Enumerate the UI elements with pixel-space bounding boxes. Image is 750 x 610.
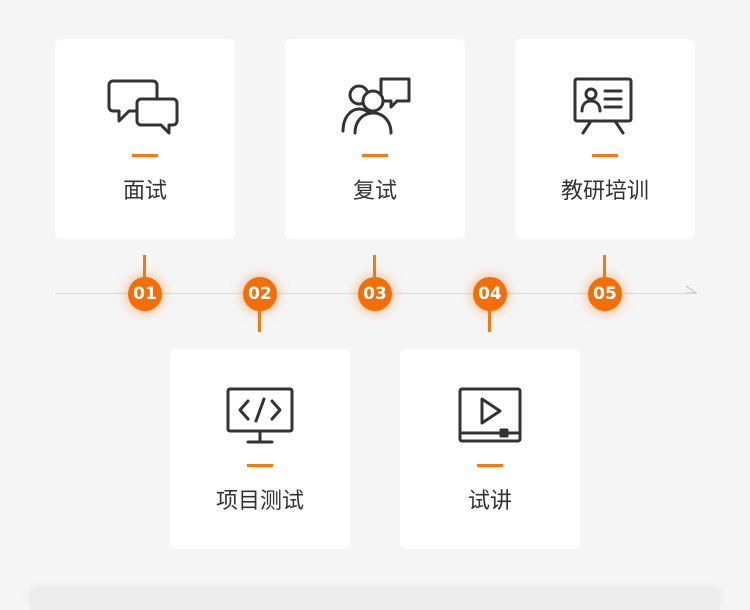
arrow-right-icon	[685, 285, 698, 294]
connector-04	[488, 310, 491, 332]
step-card-04: 试讲	[400, 349, 580, 549]
step-label: 教研培训	[560, 179, 649, 204]
chat-bubbles-icon	[107, 79, 179, 135]
connector-01	[143, 255, 146, 277]
step-card-05: 教研培训	[515, 39, 695, 239]
accent-bar	[592, 154, 618, 157]
step-number-05: 05	[588, 277, 622, 311]
accent-bar	[477, 464, 503, 467]
step-label: 复试	[352, 179, 397, 204]
connector-02	[258, 310, 261, 332]
step-number-03: 03	[358, 277, 392, 311]
step-card-02: 项目测试	[170, 349, 350, 549]
step-label: 面试	[122, 179, 167, 204]
step-number-02: 02	[243, 277, 277, 311]
accent-bar	[247, 464, 273, 467]
step-number-01: 01	[128, 277, 162, 311]
step-label: 项目测试	[215, 489, 304, 514]
step-number-04: 04	[473, 277, 507, 311]
presentation-board-icon	[573, 77, 633, 135]
people-chat-icon	[341, 77, 411, 135]
accent-bar	[132, 154, 158, 157]
bottom-section-edge	[30, 590, 720, 610]
step-card-03: 复试	[285, 39, 465, 239]
accent-bar	[362, 154, 388, 157]
video-play-icon	[458, 387, 522, 443]
connector-05	[603, 255, 606, 277]
step-card-01: 面试	[55, 39, 235, 239]
connector-03	[373, 255, 376, 277]
code-monitor-icon	[226, 387, 294, 444]
step-label: 试讲	[467, 489, 512, 514]
